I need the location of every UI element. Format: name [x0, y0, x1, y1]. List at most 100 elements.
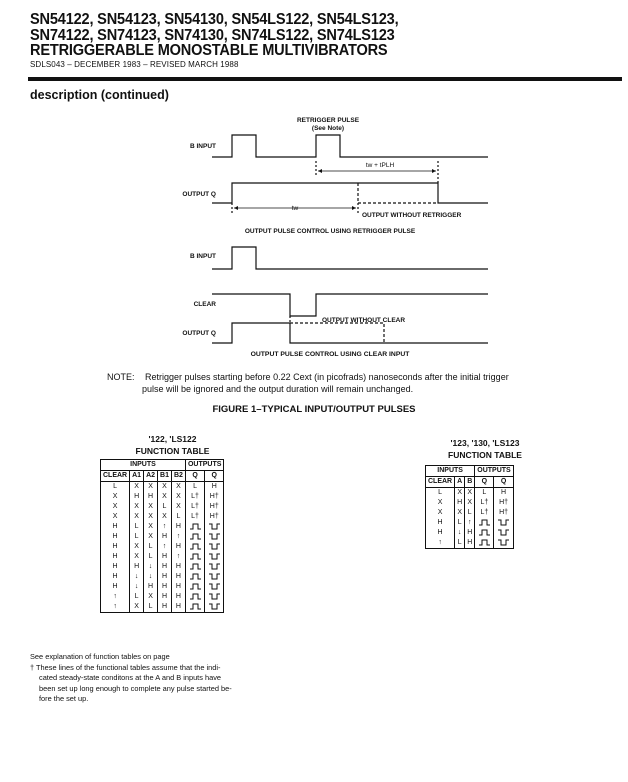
table-cell: X	[129, 502, 145, 512]
table-cell: L	[143, 542, 159, 552]
positive-pulse-icon	[189, 583, 201, 590]
table-cell: X	[424, 498, 456, 508]
footnote-dagger-1: † These lines of the functional tables a…	[30, 662, 221, 672]
table-cell	[184, 552, 206, 562]
note-line2: pulse will be ignored and the output dur…	[142, 384, 414, 394]
retrigger-caption: OUTPUT PULSE CONTROL USING RETRIGGER PUL…	[245, 228, 416, 235]
table-cell: X	[99, 502, 131, 512]
positive-pulse-icon	[189, 553, 201, 560]
table-cell: X	[143, 512, 159, 522]
table-cell: X	[157, 481, 172, 492]
table-cell	[474, 518, 495, 528]
table-cell	[474, 538, 495, 549]
negative-pulse-icon	[498, 529, 510, 536]
table-cell: H	[464, 528, 476, 538]
footnote-dagger-2: cated steady-state conditons at the A an…	[39, 673, 222, 683]
table-cell: H	[99, 572, 131, 582]
table-cell: ↓	[143, 572, 159, 582]
table-cell: X	[170, 492, 186, 502]
table-cell: X	[464, 498, 476, 508]
footnote-dagger-3: been set up long enough to complete any …	[39, 683, 232, 693]
table-cell	[184, 542, 206, 552]
table-cell	[204, 542, 225, 552]
table-cell: H†	[493, 498, 514, 508]
table-cell: X	[129, 542, 145, 552]
table-cell: H	[493, 487, 514, 498]
table-cell: X	[99, 492, 131, 502]
negative-pulse-icon	[498, 539, 510, 546]
table-cell: H†	[493, 508, 514, 518]
table-cell	[184, 582, 206, 592]
table1-outputs-header: OUTPUTS	[184, 459, 225, 471]
table-cell	[493, 528, 514, 538]
table-cell	[184, 522, 206, 532]
table-cell: X	[170, 481, 186, 492]
clear-caption: OUTPUT PULSE CONTROL USING CLEAR INPUT	[251, 351, 411, 358]
negative-pulse-icon	[208, 593, 220, 600]
without-retrigger-label: OUTPUT WITHOUT RETRIGGER	[362, 212, 462, 219]
positive-pulse-icon	[189, 523, 201, 530]
table2-col-header: B	[464, 476, 476, 488]
table-cell: L	[454, 518, 466, 528]
negative-pulse-icon	[208, 543, 220, 550]
table-cell: H	[157, 582, 172, 592]
table-cell: L	[157, 502, 172, 512]
table-cell: ↑	[170, 532, 186, 542]
table-cell: H	[143, 582, 159, 592]
table-cell: X	[157, 512, 172, 522]
table-cell: ↓	[454, 528, 466, 538]
table-cell: X	[157, 492, 172, 502]
table-cell: ↑	[157, 542, 172, 552]
table-cell: L	[184, 481, 206, 492]
note-label: NOTE:	[107, 372, 135, 382]
table-cell: L	[170, 512, 186, 522]
table-cell: H†	[204, 492, 225, 502]
negative-pulse-icon	[208, 553, 220, 560]
positive-pulse-icon	[478, 519, 490, 526]
table-cell: X	[129, 481, 145, 492]
negative-pulse-icon	[208, 563, 220, 570]
clear-waveform	[212, 293, 488, 317]
tw-label: tw	[292, 205, 299, 212]
table-cell	[204, 552, 225, 562]
table-cell: H	[129, 492, 145, 502]
table-cell: H†	[204, 512, 225, 522]
footnote-see: See explanation of function tables on pa…	[30, 652, 170, 661]
table-cell: H	[143, 492, 159, 502]
table-cell: X	[129, 602, 145, 613]
note-line1: Retrigger pulses starting before 0.22 Ce…	[145, 372, 509, 382]
positive-pulse-icon	[189, 533, 201, 540]
table-cell: H	[170, 592, 186, 602]
table-cell: L†	[474, 498, 495, 508]
table-cell: L	[474, 487, 495, 498]
table-cell	[493, 538, 514, 549]
table-cell: H	[170, 572, 186, 582]
table-row: H↓H	[424, 528, 514, 538]
see-note-label: (See Note)	[312, 125, 344, 132]
table2-col-header: Q̄	[493, 476, 514, 488]
note-block: NOTE: Retrigger pulses starting before 0.…	[107, 371, 577, 395]
output-q-waveform-2	[212, 322, 488, 344]
table-cell: H	[157, 602, 172, 613]
table-cell: H	[99, 532, 131, 542]
table-cell: X	[424, 508, 456, 518]
table-cell: H	[129, 562, 145, 572]
header-rule	[28, 77, 622, 81]
output-q-waveform-1	[212, 182, 488, 204]
table-cell	[204, 582, 225, 592]
table-cell: ↓	[143, 562, 159, 572]
table-cell: ↓	[129, 572, 145, 582]
negative-pulse-icon	[208, 573, 220, 580]
table-cell	[204, 572, 225, 582]
